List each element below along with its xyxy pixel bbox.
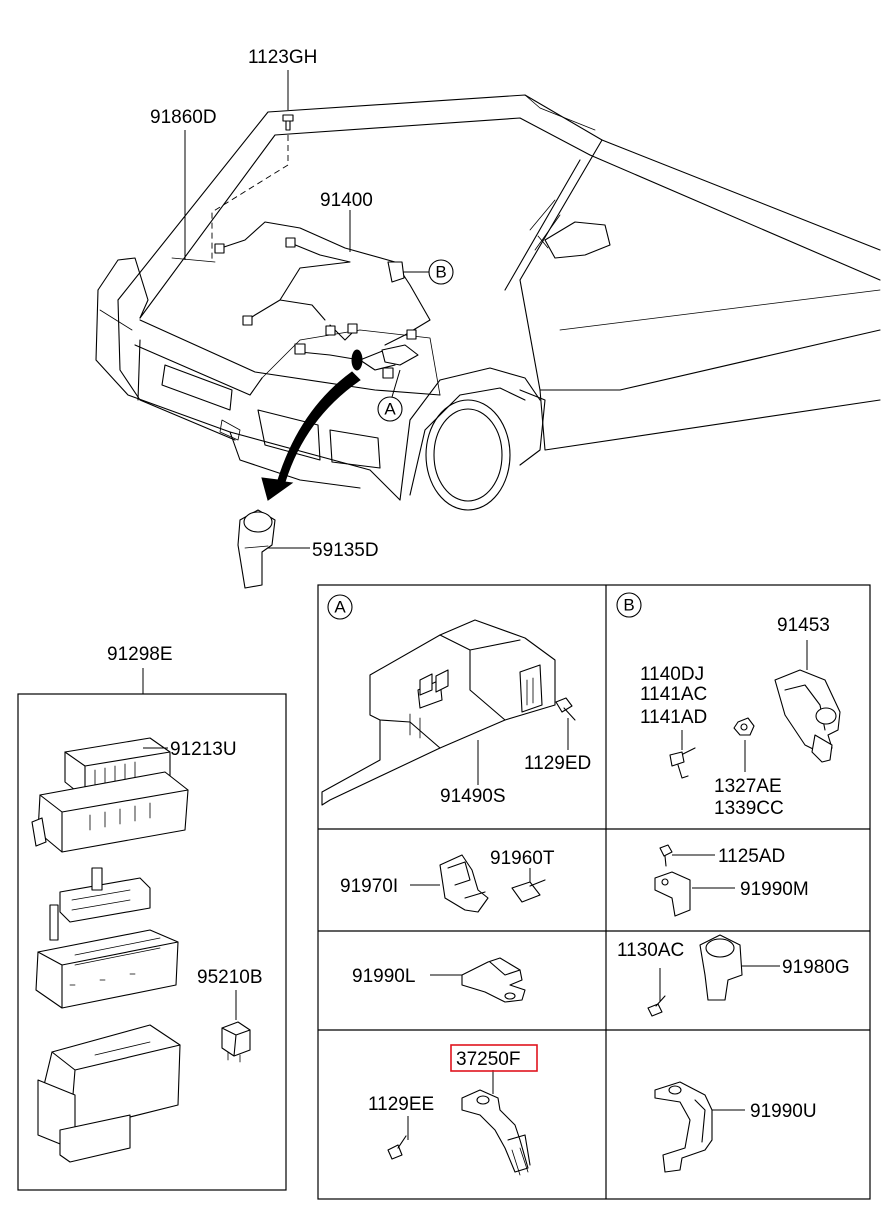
label-91860D: 91860D <box>150 107 217 128</box>
grommet-91980G-icon <box>699 934 743 1001</box>
bolt-1141AD-icon <box>669 747 696 779</box>
bracket-91990M-icon <box>654 871 691 917</box>
label-59135D: 59135D <box>312 540 379 561</box>
fuse-block-middle-icon <box>35 867 179 1009</box>
label-1130AC: 1130AC <box>617 940 684 961</box>
bracket-91453-icon <box>774 669 841 763</box>
detail-cell-91980G <box>647 934 780 1017</box>
part-labels: 1123GH 91860D 91400 59135D 91298E 91213U… <box>107 47 850 1122</box>
fuse-box-lower-icon <box>37 1024 181 1163</box>
detail-cell-91990U <box>654 1081 745 1173</box>
svg-text:B: B <box>435 263 446 282</box>
label-37250F: 37250F <box>456 1049 520 1070</box>
label-91960T: 91960T <box>490 848 555 869</box>
svg-text:A: A <box>334 598 346 617</box>
bracket-91990U-icon <box>654 1081 713 1173</box>
detail-cell-37250F <box>387 1044 538 1176</box>
bolt-1130AC-icon <box>647 995 666 1017</box>
detail-grid-panel <box>317 584 871 1200</box>
vehicle-illustration <box>95 94 881 511</box>
relay-95210B-icon <box>221 1021 251 1063</box>
label-1125AD: 1125AD <box>718 846 785 867</box>
label-91970I: 91970I <box>340 876 398 897</box>
bracket-91970I-icon <box>439 854 489 913</box>
nut-1327AE-icon <box>733 717 755 736</box>
detail-cell-a: A <box>321 594 576 806</box>
svg-text:A: A <box>384 400 396 419</box>
callout-b-vehicle: B <box>403 259 454 285</box>
grommet-59135D-icon <box>237 509 276 589</box>
fuse-box-cover-91213U-icon <box>31 737 189 853</box>
label-95210B: 95210B <box>197 967 263 988</box>
bolt-1125AD-icon <box>659 844 673 867</box>
label-91990L: 91990L <box>352 966 415 987</box>
label-1339CC: 1339CC <box>714 798 784 819</box>
bolt-1129ED-icon <box>555 697 576 721</box>
label-91990U: 91990U <box>750 1101 817 1122</box>
clip-91960T-icon <box>511 879 546 903</box>
bracket-37250F-icon <box>461 1089 531 1176</box>
label-91213U: 91213U <box>170 739 237 760</box>
label-1129EE: 1129EE <box>368 1094 434 1115</box>
bracket-91490S-icon <box>321 619 556 806</box>
callout-a-vehicle: A <box>377 369 403 422</box>
label-91453: 91453 <box>777 615 830 636</box>
detail-cell-91990L <box>430 957 526 1003</box>
detail-cell-91970I <box>410 854 546 913</box>
label-1141AD: 1141AD <box>640 707 707 728</box>
label-91298E: 91298E <box>107 644 173 665</box>
bolt-1123GH-icon <box>211 114 294 262</box>
label-91490S: 91490S <box>440 786 506 807</box>
label-1123GH: 1123GH <box>248 47 317 68</box>
engine-harness-91400 <box>171 221 431 501</box>
detail-cell-91990M <box>654 844 735 917</box>
label-1140DJ: 1140DJ <box>640 664 704 685</box>
bolt-1129EE-icon <box>387 1135 407 1160</box>
label-91980G: 91980G <box>782 957 850 978</box>
highlight-box-37250F <box>450 1044 538 1072</box>
bracket-91990L-icon <box>461 957 526 1003</box>
label-91990M: 91990M <box>740 879 809 900</box>
fuse-box-group <box>17 668 287 1191</box>
label-1129ED: 1129ED <box>524 753 591 774</box>
label-91400: 91400 <box>320 190 373 211</box>
label-1141AC: 1141AC <box>640 684 707 705</box>
detail-cell-b: B <box>616 592 841 779</box>
svg-text:B: B <box>623 596 634 615</box>
label-1327AE: 1327AE <box>714 776 782 797</box>
